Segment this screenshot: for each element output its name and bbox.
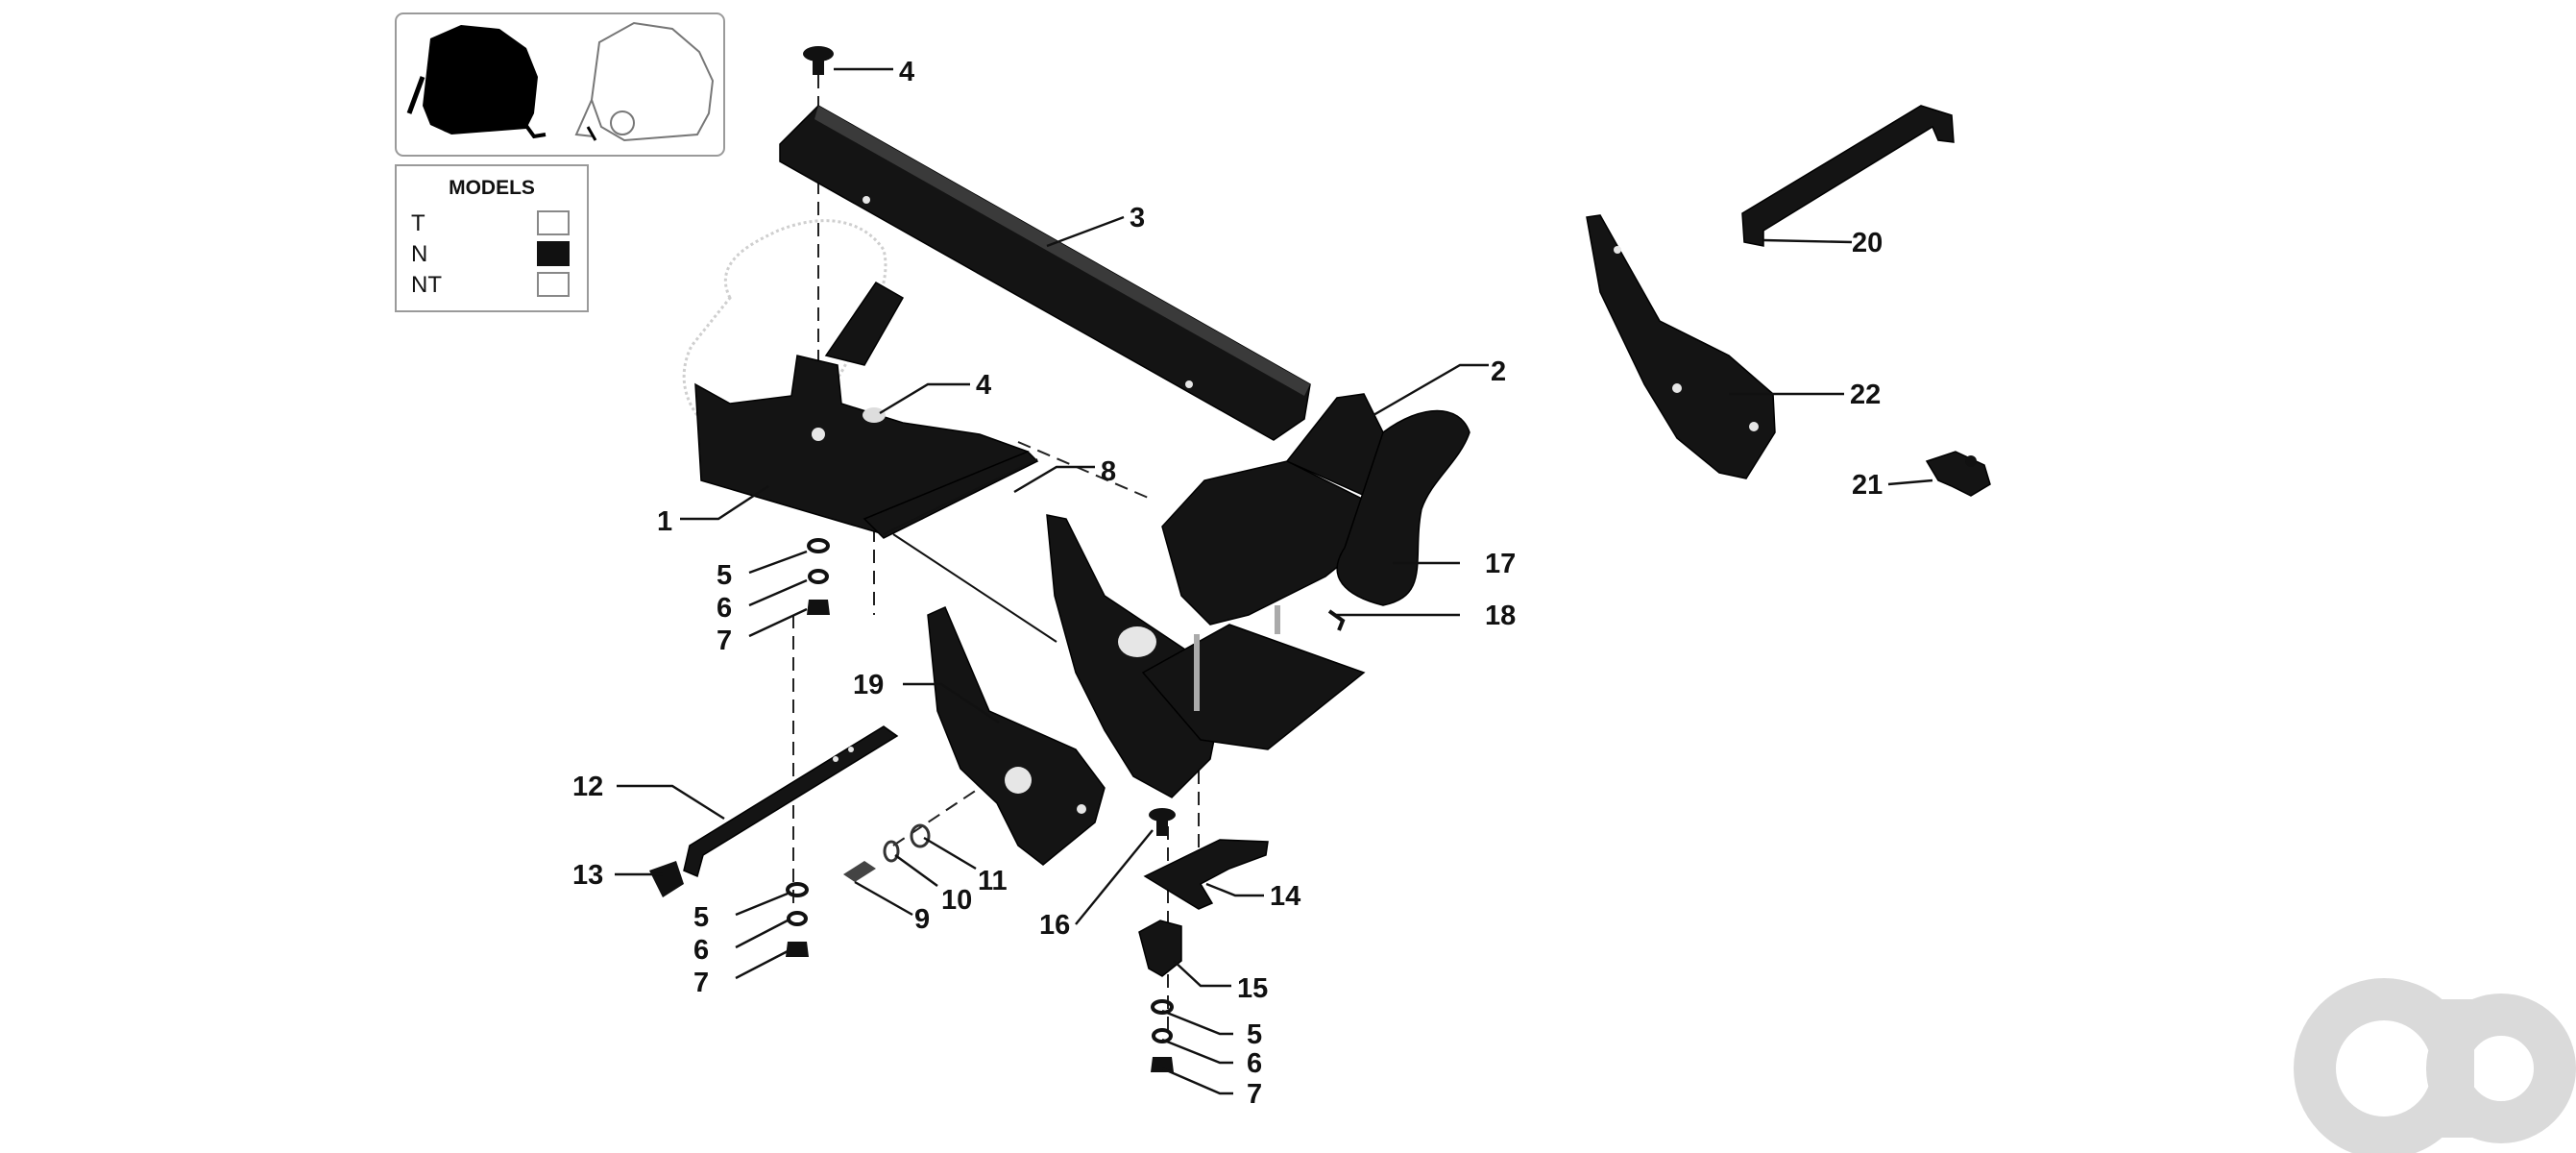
callout-10: 10	[941, 885, 972, 916]
callout-17: 17	[1485, 549, 1516, 579]
callout-7-a: 7	[717, 626, 732, 656]
callout-labels: 4 3 2 4 1 8 5 6 7 19 17 18 12 13 5 6 7 9…	[572, 57, 1883, 1110]
part-17-curved-plate	[1336, 409, 1470, 606]
callout-2: 2	[1491, 356, 1506, 387]
callout-19: 19	[853, 670, 884, 700]
model-label-t: T	[411, 210, 425, 236]
part-22-plate	[1586, 214, 1776, 479]
callout-22: 22	[1850, 380, 1881, 410]
hardware-stack-a	[807, 538, 830, 615]
callout-8: 8	[1101, 456, 1116, 487]
callout-15: 15	[1237, 973, 1268, 1004]
callout-14: 14	[1270, 881, 1300, 912]
baler-silhouette-icon	[406, 25, 547, 139]
part-13-knob	[649, 861, 684, 897]
callout-5-a: 5	[717, 560, 732, 591]
part-upright-plate	[1046, 514, 1221, 798]
model-swatch-t	[537, 210, 570, 235]
callout-21: 21	[1852, 470, 1883, 501]
part-4-bolt-top	[803, 46, 834, 75]
models-legend: MODELS T N NT	[395, 164, 589, 312]
callout-5-c: 5	[1247, 1019, 1262, 1050]
callout-20: 20	[1852, 228, 1883, 258]
part-19-side-plate	[927, 606, 1106, 866]
models-title: MODELS	[449, 177, 535, 199]
ao-logo-icon	[2294, 978, 2576, 1153]
callout-11: 11	[978, 866, 1008, 896]
callout-6-a: 6	[717, 593, 732, 624]
callout-18: 18	[1485, 601, 1516, 631]
callout-9: 9	[914, 904, 930, 935]
callout-7-c: 7	[1247, 1079, 1262, 1110]
part-9-10-11-hardware	[843, 823, 931, 882]
model-thumbnail	[395, 12, 725, 157]
model-swatch-nt	[537, 272, 570, 297]
part-18-pin	[1327, 609, 1346, 631]
callout-12: 12	[572, 772, 603, 802]
leader-lines	[615, 67, 1933, 1095]
part-lower-plate	[1141, 605, 1366, 750]
callout-16: 16	[1039, 910, 1070, 941]
callout-13: 13	[572, 860, 603, 891]
callout-5-b: 5	[693, 902, 709, 933]
part-16-bolt	[1149, 808, 1176, 836]
part-12-slotted-bar	[683, 725, 899, 878]
callout-4-mid: 4	[976, 370, 991, 401]
part-2-bracket	[1161, 393, 1384, 626]
part-3-angle-bar	[779, 105, 1311, 441]
callout-6-c: 6	[1247, 1048, 1262, 1079]
model-label-n: N	[411, 241, 427, 267]
part-20-handle	[1741, 105, 1955, 247]
callout-6-b: 6	[693, 935, 709, 966]
callout-4-top: 4	[899, 57, 914, 87]
hardware-stack-c	[1151, 999, 1174, 1072]
part-15-bracket	[1138, 920, 1182, 977]
callout-1: 1	[657, 506, 672, 537]
part-1-bracket	[694, 282, 1039, 539]
callout-7-b: 7	[693, 968, 709, 998]
baler-outline-icon	[574, 21, 715, 142]
part-14-bracket	[1143, 839, 1269, 910]
callout-3: 3	[1130, 203, 1145, 233]
model-label-nt: NT	[411, 272, 442, 298]
hardware-stack-b	[786, 882, 809, 957]
model-swatch-n	[537, 241, 570, 266]
part-8-plate	[883, 458, 1057, 643]
part-21-bracket	[1925, 451, 1991, 497]
